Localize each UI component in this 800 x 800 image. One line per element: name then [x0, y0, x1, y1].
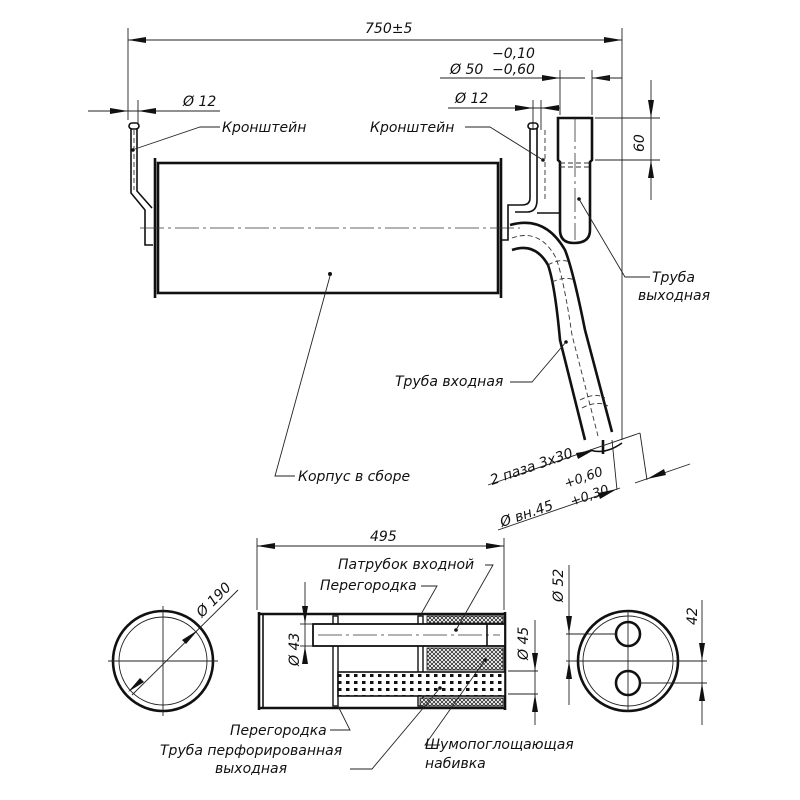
- inner-pipe-dia-dim: Ø 43: [287, 633, 303, 667]
- outlet-dia-dim: Ø 50: [449, 62, 483, 78]
- end-cap-dia-dim: Ø 52: [551, 569, 567, 603]
- outlet-height-dim: 60: [632, 134, 648, 152]
- label-packing-1: Шумопоглощающая: [425, 737, 574, 753]
- outlet-tol-lower: −0,60: [492, 62, 535, 78]
- label-outlet-pipe-2: выходная: [638, 288, 710, 304]
- label-bracket-right: Кронштейн: [370, 120, 454, 136]
- section-view: 495 Ø 43 Ø 45: [160, 529, 574, 777]
- bracket-right-dia-dim: Ø 12: [454, 91, 488, 107]
- bracket-left-dia-dim: Ø 12: [182, 94, 216, 110]
- label-perf-pipe-1: Труба перфорированная: [160, 743, 342, 759]
- label-packing-2: набивка: [425, 756, 486, 772]
- body-dia-dim: Ø 190: [193, 580, 235, 622]
- overall-length-dim: 750±5: [365, 21, 412, 37]
- label-inlet-pipe: Труба входная: [395, 374, 503, 390]
- label-outlet-pipe-1: Труба: [652, 270, 695, 286]
- inlet-inner-dia-dim: Ø вн.45: [497, 498, 555, 531]
- perf-pipe-dia-dim: Ø 45: [516, 627, 532, 661]
- outlet-tol-upper: −0,10: [492, 46, 535, 62]
- label-baffle-bottom: Перегородка: [230, 723, 327, 739]
- label-inlet-nozzle: Патрубок входной: [338, 557, 474, 573]
- top-view: 750±5 Ø 50 −0,60 −0,10 Ø 12 Ø 12 60: [88, 21, 710, 531]
- label-perf-pipe-2: выходная: [215, 761, 287, 777]
- label-baffle-top: Перегородка: [320, 578, 417, 594]
- body-length-dim: 495: [370, 529, 397, 545]
- slots-dim: 2 паза 3x30: [488, 445, 575, 488]
- end-view-right: Ø 52 42: [551, 565, 707, 725]
- hole-spacing-dim: 42: [685, 607, 701, 625]
- label-bracket-left: Кронштейн: [222, 120, 306, 136]
- label-body-assembly: Корпус в сборе: [298, 469, 410, 485]
- end-view-left: Ø 190: [108, 580, 239, 716]
